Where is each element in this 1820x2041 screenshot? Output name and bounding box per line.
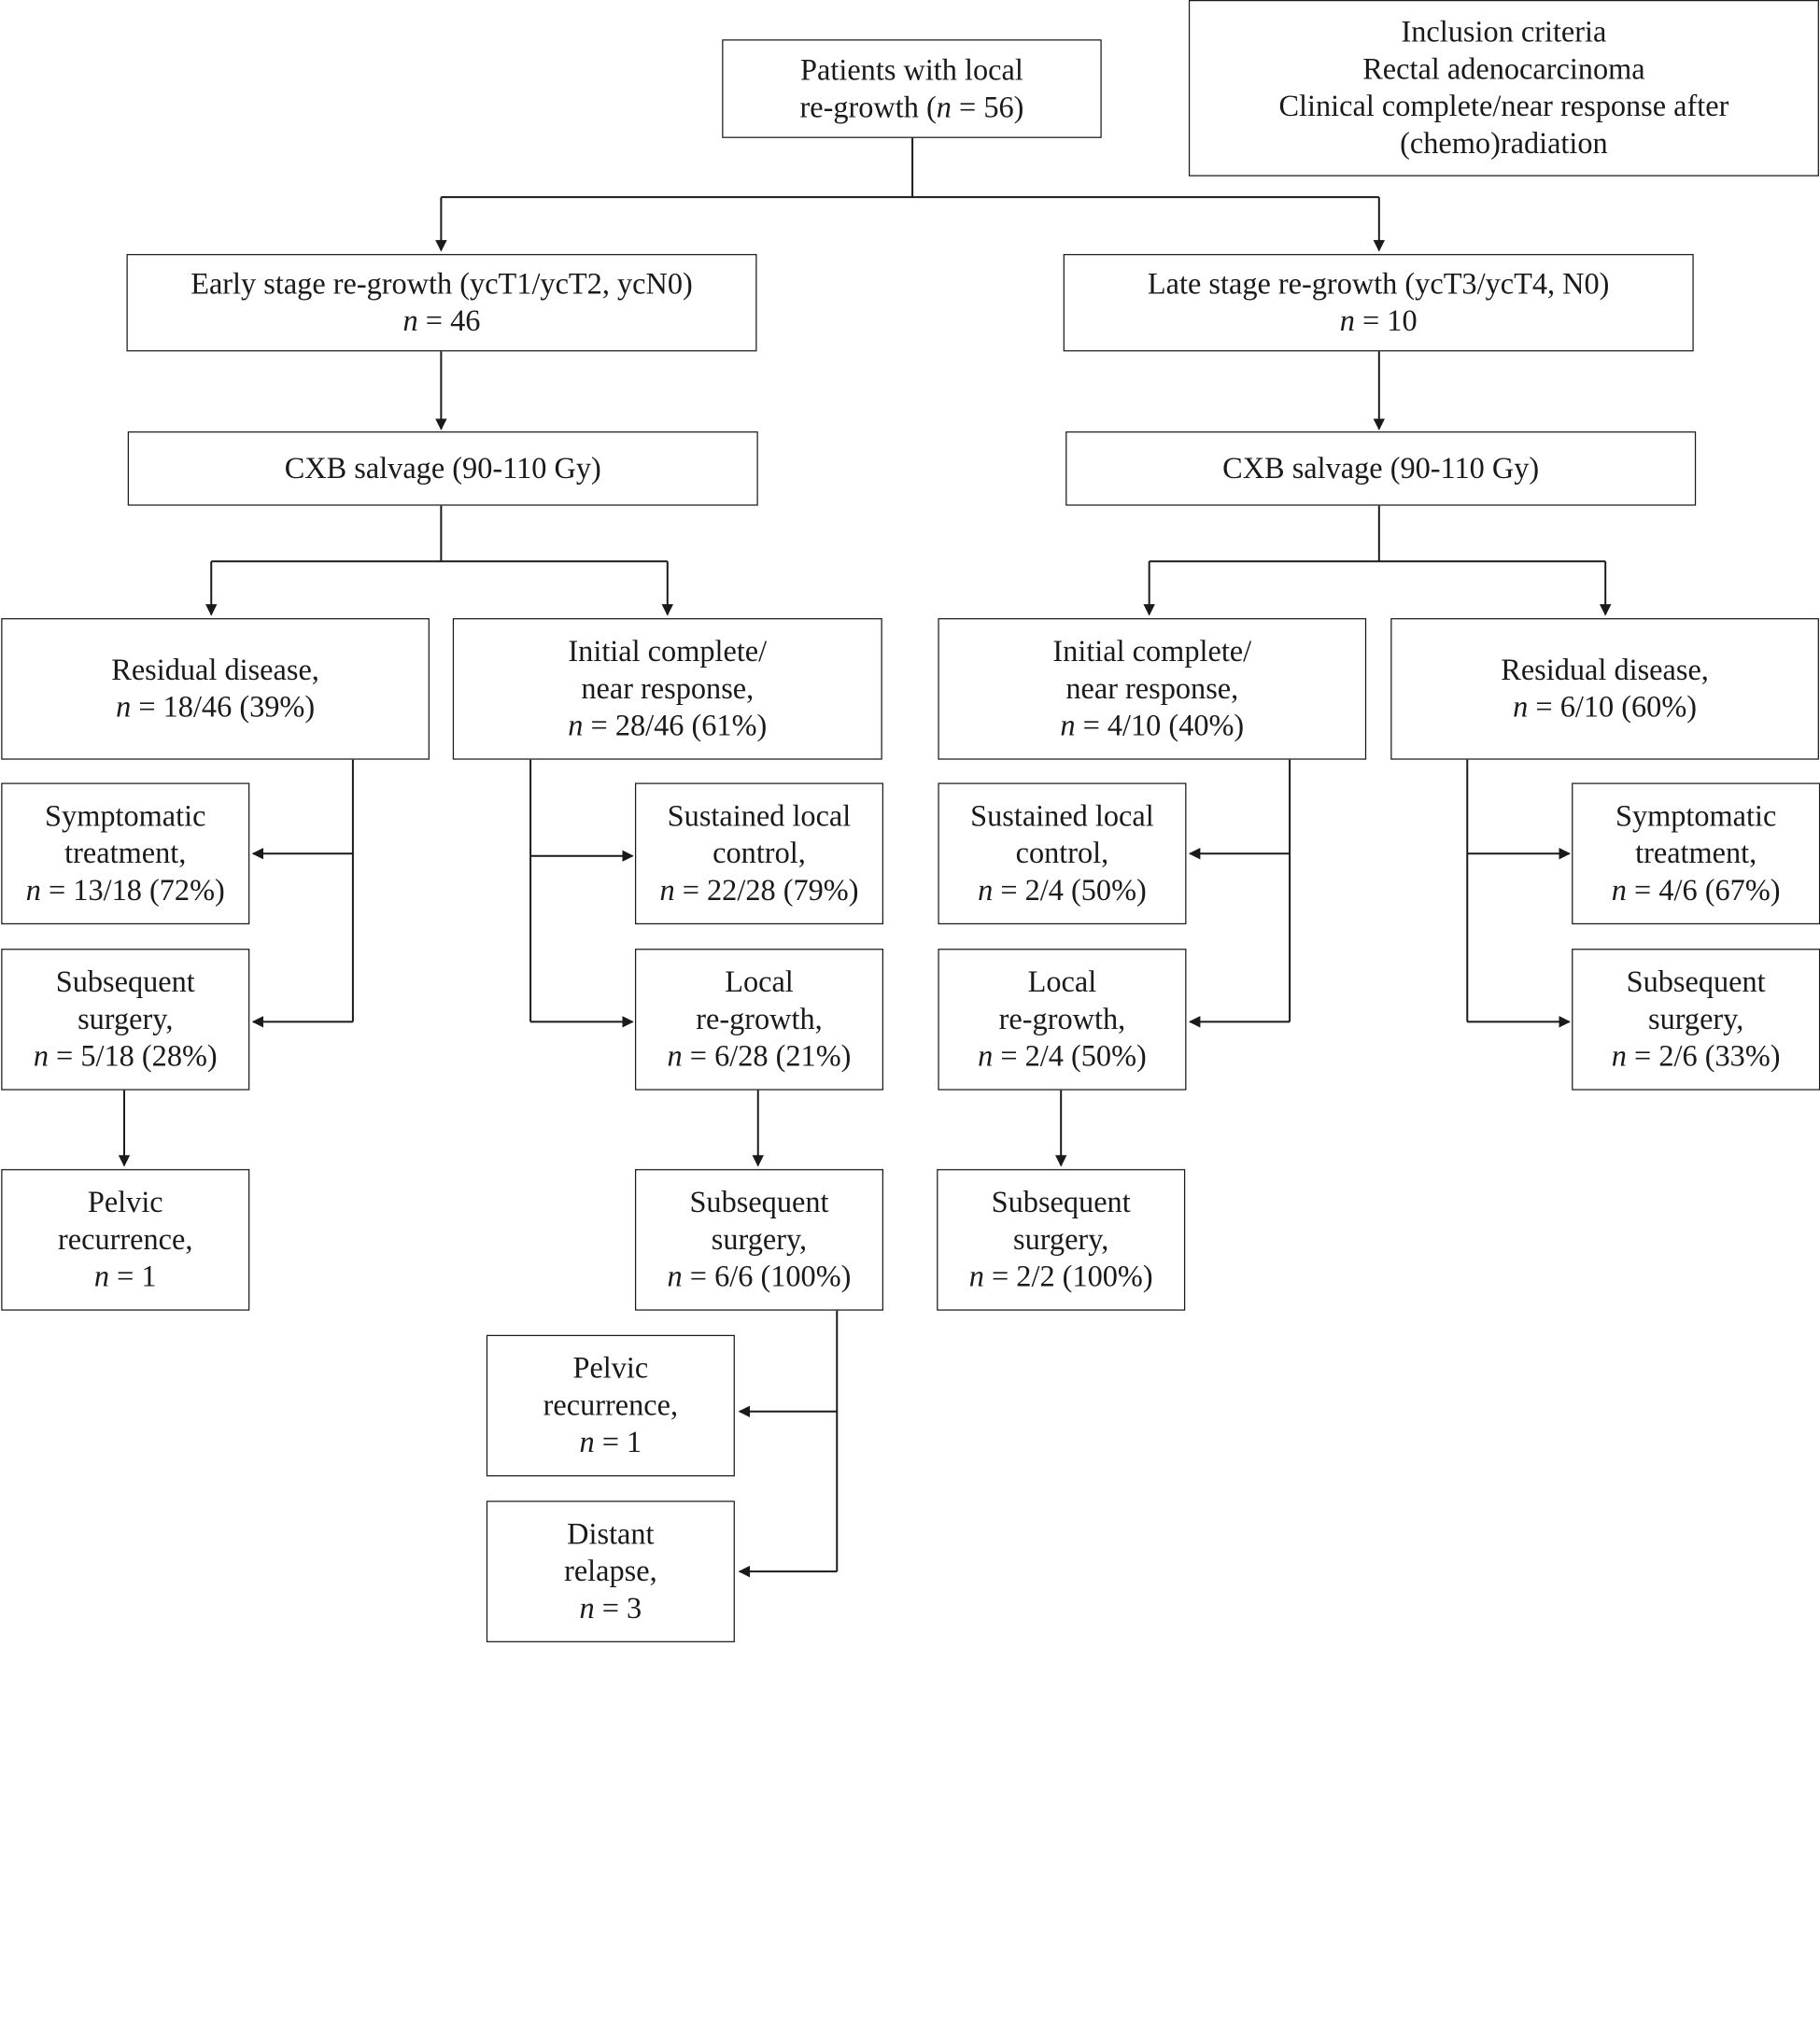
box-subsequent-surgery-far-right: Subsequent surgery, n = 2/6 (33%) xyxy=(1572,949,1820,1091)
box-pelvic-recurrence-left: Pelvic recurrence, n = 1 xyxy=(1,1169,250,1311)
box-local-regrowth-left: Local re-growth, n = 6/28 (21%) xyxy=(634,949,883,1091)
box-subsequent-surgery-mid: Subsequent surgery, n = 6/6 (100%) xyxy=(634,1169,883,1311)
box-initial-response-right: Initial complete/ near response, n = 4/1… xyxy=(938,618,1367,760)
box-late-stage: Late stage re-growth (ycT3/ycT4, N0) n =… xyxy=(1063,254,1694,352)
box-initial-response-left: Initial complete/ near response, n = 28/… xyxy=(452,618,882,760)
box-symptomatic-treatment-left: Symptomatic treatment, n = 13/18 (72%) xyxy=(1,782,250,925)
connector-lines xyxy=(118,136,1612,1578)
box-sustained-control-left: Sustained local control, n = 22/28 (79%) xyxy=(634,782,883,925)
box-residual-disease-left: Residual disease, n = 18/46 (39%) xyxy=(1,618,430,760)
box-local-regrowth-right: Local re-growth, n = 2/4 (50%) xyxy=(938,949,1187,1091)
box-subsequent-surgery-left: Subsequent surgery, n = 5/18 (28%) xyxy=(1,949,250,1091)
box-sustained-control-right: Sustained local control, n = 2/4 (50%) xyxy=(938,782,1187,925)
box-residual-disease-right: Residual disease, n = 6/10 (60%) xyxy=(1390,618,1819,760)
box-symptomatic-treatment-right: Symptomatic treatment, n = 4/6 (67%) xyxy=(1572,782,1820,925)
box-pelvic-recurrence-mid: Pelvic recurrence, n = 1 xyxy=(486,1334,735,1477)
box-subsequent-surgery-right: Subsequent surgery, n = 2/2 (100%) xyxy=(937,1169,1186,1311)
box-cxb-salvage-left: CXB salvage (90-110 Gy) xyxy=(127,431,758,506)
box-early-stage: Early stage re-growth (ycT1/ycT2, ycN0) … xyxy=(126,254,757,352)
box-cxb-salvage-right: CXB salvage (90-110 Gy) xyxy=(1065,431,1697,506)
box-inclusion-criteria: Inclusion criteria Rectal adenocarcinoma… xyxy=(1188,0,1819,176)
box-root-patients: Patients with local re-growth (n = 56) xyxy=(722,39,1102,138)
box-distant-relapse: Distant relapse, n = 3 xyxy=(486,1500,735,1642)
